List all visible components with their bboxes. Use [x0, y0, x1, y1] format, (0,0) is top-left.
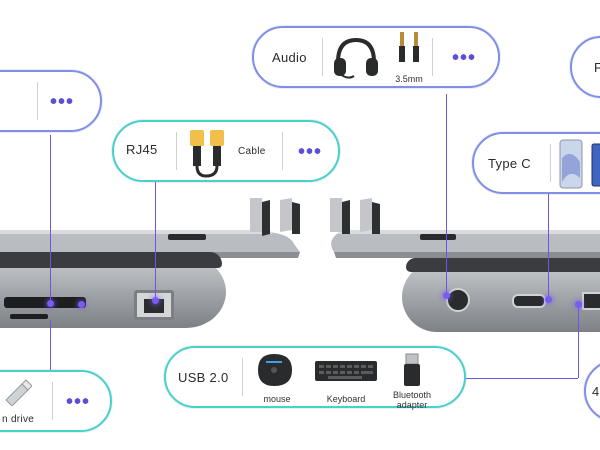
connector-line	[578, 306, 579, 378]
connector-dot	[47, 300, 54, 307]
rj45-port-icon	[134, 290, 174, 320]
connector-dot	[443, 292, 450, 299]
more-icon: •••	[50, 91, 75, 113]
type-c-label: Type C	[488, 156, 531, 171]
usb-flash-drive-icon	[5, 379, 32, 406]
callout-separator	[282, 132, 283, 170]
connector-dot	[575, 301, 582, 308]
bottom-right-label: 4	[592, 384, 600, 399]
more-icon: •••	[66, 391, 91, 413]
callout-separator	[176, 132, 177, 170]
connector-dot	[545, 296, 552, 303]
callout-rj45: RJ45 Cable •••	[112, 120, 340, 182]
left-dock-top	[0, 252, 222, 268]
usb-c-port-icon	[512, 294, 546, 308]
usb-label: USB 2.0	[178, 370, 229, 385]
keyboard-label: Keyboard	[326, 394, 366, 404]
flash-drive-label: n drive	[2, 414, 35, 425]
usb-a-port-icon	[582, 292, 600, 310]
audio-jack-icon	[399, 32, 419, 62]
phone-icon	[559, 139, 583, 189]
mouse-icon	[258, 354, 292, 386]
callout-bottom-right: 4	[584, 360, 600, 422]
right-dock-top	[406, 258, 600, 272]
callout-separator	[432, 38, 433, 76]
jack-size-label: 3.5mm	[395, 74, 423, 84]
right-stand-arm	[330, 198, 600, 258]
connector-line	[466, 378, 578, 379]
connector-line	[155, 180, 156, 298]
mouse-label: mouse	[263, 394, 291, 404]
bluetooth-adapter-label: Bluetooth adapter	[392, 390, 432, 410]
top-right-label: F	[594, 60, 600, 75]
keyboard-icon	[315, 361, 377, 381]
connector-line	[548, 192, 549, 298]
audio-port-icon	[446, 288, 470, 312]
headphones-icon	[334, 37, 378, 79]
callout-separator	[242, 358, 243, 396]
right-dock-body	[402, 262, 600, 332]
tablet-icon	[591, 143, 600, 187]
more-icon: •••	[298, 141, 323, 163]
connector-line	[50, 135, 51, 307]
connector-line	[50, 320, 51, 370]
ethernet-cable-icon	[190, 130, 224, 178]
sd-card-slot-icon	[4, 297, 86, 308]
connector-dot	[152, 297, 159, 304]
callout-top-left: •••	[0, 70, 102, 132]
callout-separator	[52, 382, 53, 420]
callout-separator	[322, 38, 323, 76]
audio-label: Audio	[272, 50, 307, 65]
rj45-label: RJ45	[126, 142, 158, 157]
callout-separator	[550, 144, 551, 182]
microsd-card-slot-icon	[10, 314, 48, 319]
usb-dongle-icon	[404, 353, 420, 386]
callout-type-c: Type C	[472, 132, 600, 194]
cable-label: Cable	[238, 146, 266, 157]
callout-usb: USB 2.0 mouse Keyboard Bluetooth a	[164, 346, 466, 410]
callout-separator	[37, 82, 38, 120]
connector-line	[446, 94, 447, 294]
callout-bottom-left: n drive •••	[0, 370, 112, 432]
more-icon: •••	[452, 47, 477, 69]
callout-audio: Audio 3.5mm •••	[252, 26, 500, 88]
connector-dot	[78, 301, 85, 308]
callout-top-right: F	[570, 36, 600, 98]
